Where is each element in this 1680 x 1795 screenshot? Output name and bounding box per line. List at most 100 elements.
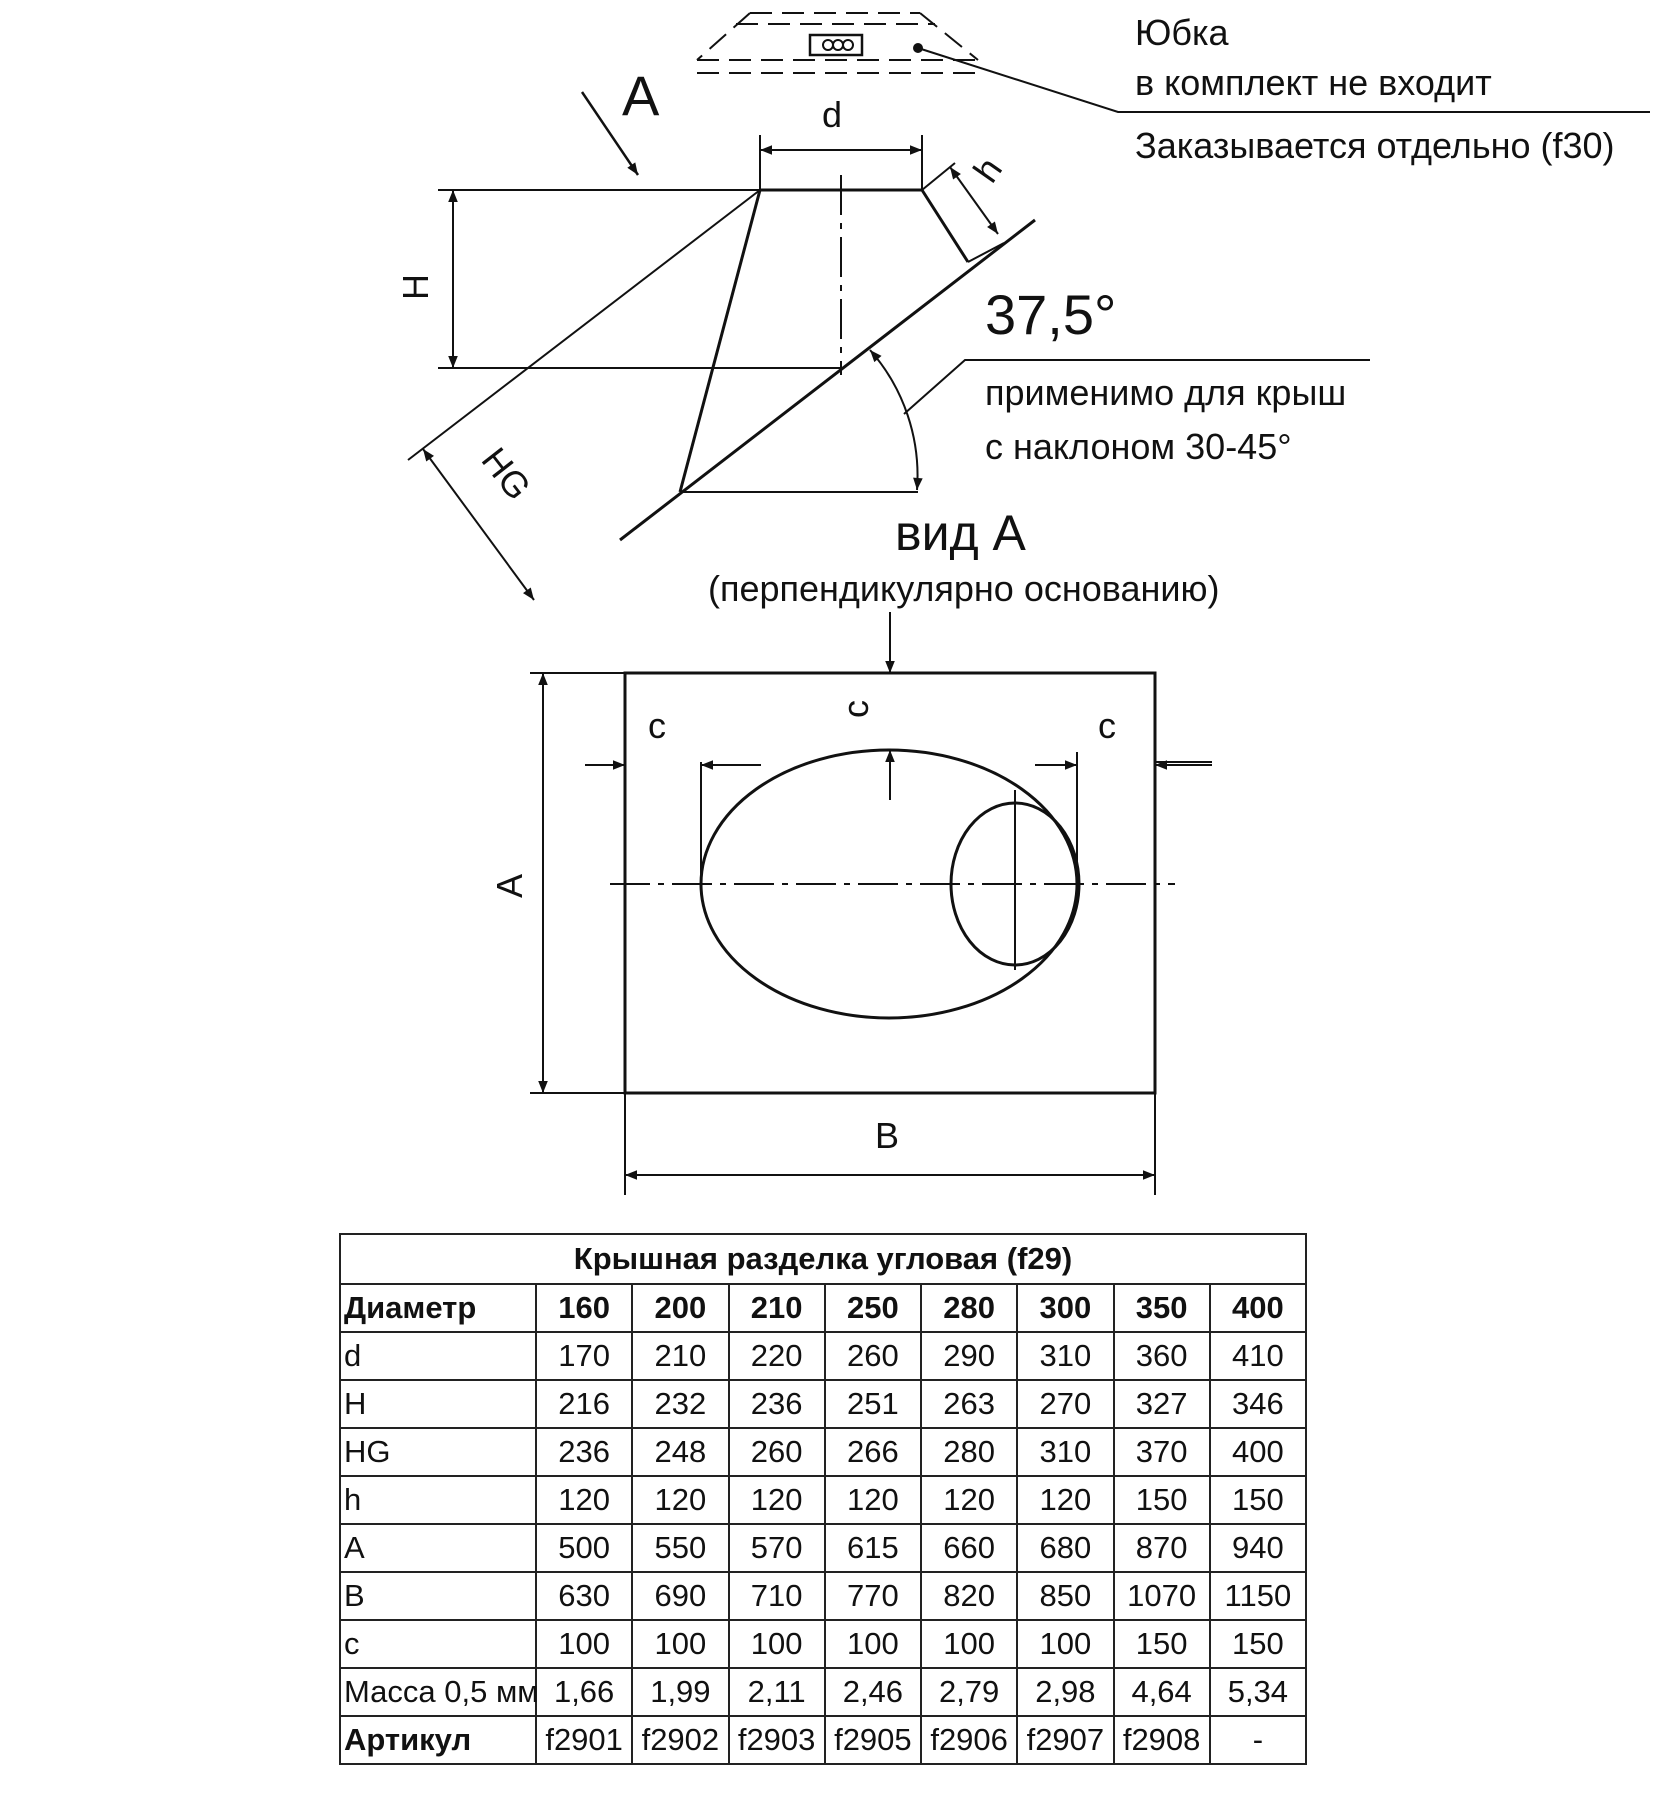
skirt-note-line3: Заказывается отдельно (f30) <box>1135 125 1615 166</box>
dim-angle <box>869 349 923 491</box>
table-cell: 310 <box>1016 1331 1115 1381</box>
table-cell: 270 <box>1016 1379 1115 1429</box>
table-cell: 263 <box>919 1379 1019 1429</box>
table-cell: 210 <box>631 1331 730 1381</box>
header-cell: 280 <box>919 1283 1019 1333</box>
table-cell: 820 <box>919 1571 1019 1621</box>
header-cell: 300 <box>1016 1283 1115 1333</box>
table-cell: 500 <box>534 1523 634 1573</box>
label-h: h <box>965 150 1010 190</box>
table-cell: 100 <box>534 1619 634 1669</box>
table-title: Крышная разделка угловая (f29) <box>339 1233 1307 1285</box>
table-cell: 232 <box>631 1379 730 1429</box>
header-cell: 250 <box>823 1283 923 1333</box>
row-label: h <box>339 1475 537 1525</box>
table-row-H: H 216 232 236 251 263 270 327 346 <box>339 1379 1308 1429</box>
label-c-left: c <box>648 705 666 746</box>
table-cell: 2,46 <box>823 1667 923 1717</box>
table-cell: 220 <box>727 1331 826 1381</box>
table-cell: 310 <box>1016 1427 1115 1477</box>
roof-line <box>619 218 1036 542</box>
table-cell: 150 <box>1112 1619 1211 1669</box>
table-cell: - <box>1208 1715 1308 1765</box>
table-cell: 4,64 <box>1112 1667 1211 1717</box>
table-row-h: h 120 120 120 120 120 120 150 150 <box>339 1475 1308 1525</box>
skirt-outline <box>696 12 979 74</box>
view-title: вид А <box>895 505 1027 561</box>
table-row-mass: Масса 0,5 мм 1,66 1,99 2,11 2,46 2,79 2,… <box>339 1667 1308 1717</box>
skirt-note-line2: в комплект не входит <box>1135 62 1492 103</box>
table-cell: 550 <box>631 1523 730 1573</box>
label-A-side: А <box>489 874 530 898</box>
table-cell: 251 <box>823 1379 923 1429</box>
roof-note-line1: применимо для крыш <box>985 372 1346 413</box>
table-cell: 170 <box>534 1331 634 1381</box>
table-cell: 346 <box>1208 1379 1308 1429</box>
table-cell: 5,34 <box>1208 1667 1308 1717</box>
view-subtitle: (перпендикулярно основанию) <box>708 568 1219 609</box>
table-row-d: d 170 210 220 260 290 310 360 410 <box>339 1331 1308 1381</box>
table-cell: 236 <box>727 1379 826 1429</box>
table-cell: 2,11 <box>727 1667 826 1717</box>
table-cell: 1,66 <box>534 1667 634 1717</box>
table-cell: 370 <box>1112 1427 1211 1477</box>
roof-note-line2: с наклоном 30-45° <box>985 426 1292 467</box>
table-cell: f2901 <box>534 1715 634 1765</box>
table-row-article: Артикул f2901 f2902 f2903 f2905 f2906 f2… <box>339 1715 1308 1765</box>
table-cell: f2907 <box>1016 1715 1115 1765</box>
table-cell: 120 <box>919 1475 1019 1525</box>
table-cell: 680 <box>1016 1523 1115 1573</box>
table-cell: 870 <box>1112 1523 1211 1573</box>
table-cell: 120 <box>823 1475 923 1525</box>
header-cell: 200 <box>631 1283 730 1333</box>
table-cell: 850 <box>1016 1571 1115 1621</box>
table-title-row: Крышная разделка угловая (f29) <box>339 1233 1307 1285</box>
table-cell: 100 <box>919 1619 1019 1669</box>
table-cell: 150 <box>1208 1475 1308 1525</box>
table-cell: 630 <box>534 1571 634 1621</box>
table-cell: f2908 <box>1112 1715 1211 1765</box>
view-A-arrow <box>580 91 640 176</box>
table-cell: 100 <box>1016 1619 1115 1669</box>
table-cell: 236 <box>534 1427 634 1477</box>
table-cell: 710 <box>727 1571 826 1621</box>
table-cell: 150 <box>1112 1475 1211 1525</box>
table-cell: 266 <box>823 1427 923 1477</box>
skirt-note-line1: Юбка <box>1135 12 1230 53</box>
angle-leader-line <box>903 359 1370 415</box>
header-cell: 210 <box>727 1283 826 1333</box>
table-cell: 2,79 <box>919 1667 1019 1717</box>
label-A-view-arrow: A <box>622 64 660 127</box>
skirt-leader-line <box>917 47 1650 113</box>
table-cell: 1150 <box>1208 1571 1308 1621</box>
table-cell: 690 <box>631 1571 730 1621</box>
table-cell: 940 <box>1208 1523 1308 1573</box>
flashing-right-edge <box>920 189 970 263</box>
header-cell: 160 <box>534 1283 634 1333</box>
row-label: Артикул <box>339 1715 537 1765</box>
table-cell: 120 <box>631 1475 730 1525</box>
table-cell: 770 <box>823 1571 923 1621</box>
spec-table: Крышная разделка угловая (f29) Диаметр 1… <box>339 1233 1308 1765</box>
label-c-top: c <box>835 700 876 718</box>
dim-HG <box>422 448 535 601</box>
table-cell: 660 <box>919 1523 1019 1573</box>
row-label: Масса 0,5 мм <box>339 1667 539 1717</box>
table-cell: 1,99 <box>631 1667 730 1717</box>
table-cell: 290 <box>919 1331 1019 1381</box>
table-cell: 100 <box>631 1619 730 1669</box>
table-cell: f2903 <box>727 1715 826 1765</box>
row-label: HG <box>339 1427 537 1477</box>
header-cell: 400 <box>1208 1283 1308 1333</box>
table-cell: 248 <box>631 1427 730 1477</box>
table-row-HG: HG 236 248 260 266 280 310 370 400 <box>339 1427 1308 1477</box>
table-cell: 280 <box>919 1427 1019 1477</box>
label-H: H <box>395 274 436 300</box>
row-label: B <box>339 1571 537 1621</box>
label-HG: HG <box>474 440 540 508</box>
table-cell: 120 <box>727 1475 826 1525</box>
table-cell: 150 <box>1208 1619 1308 1669</box>
dim-h <box>949 166 999 235</box>
angle-value: 37,5° <box>985 283 1116 346</box>
table-cell: 1070 <box>1112 1571 1211 1621</box>
